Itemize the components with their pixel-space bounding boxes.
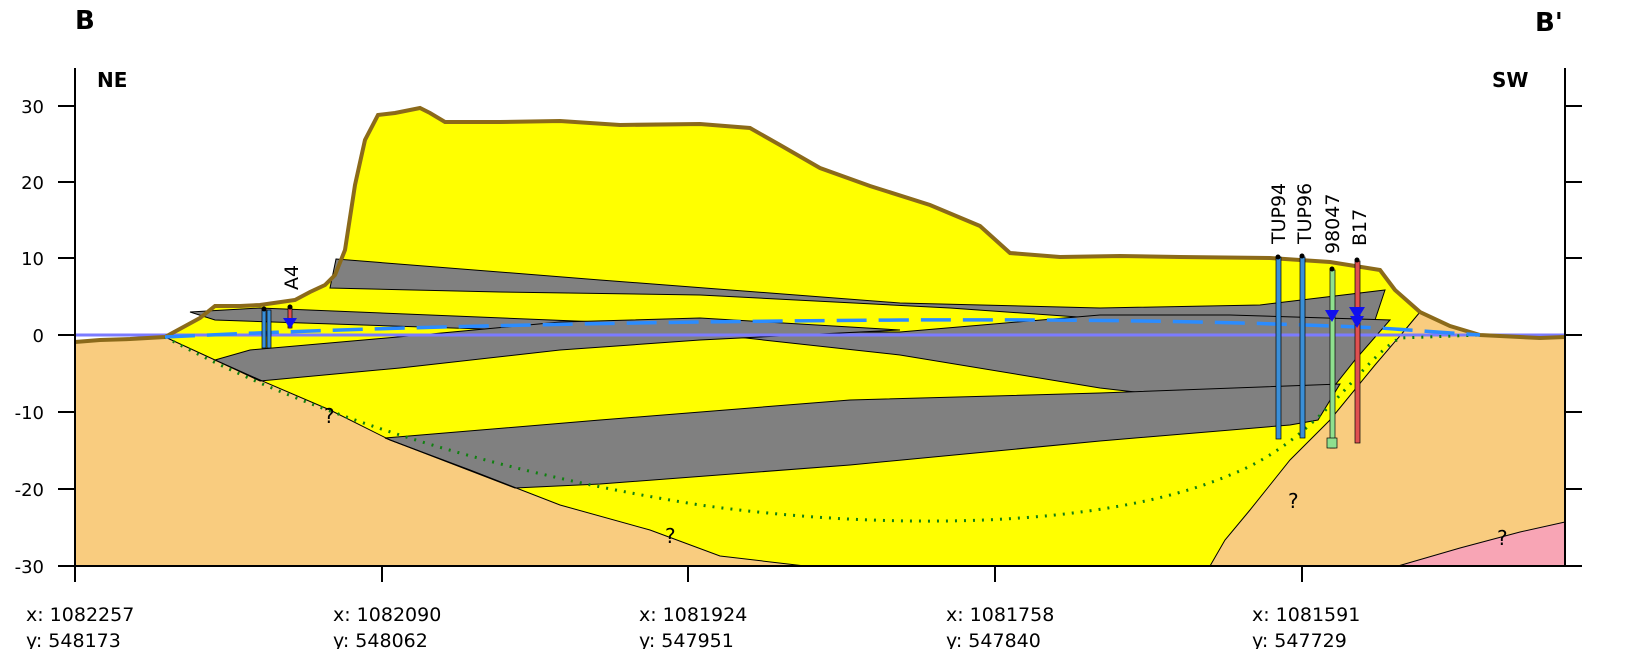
y-tick-label: -20: [15, 480, 44, 501]
y-tick-label: 20: [21, 173, 44, 194]
uncertainty-mark: ?: [324, 404, 335, 428]
well-top-point: [1299, 253, 1305, 259]
y-tick-label: 10: [21, 249, 44, 270]
water-level-marker: [283, 318, 297, 329]
wells: A4 TUP94 TUP96 98047 B17: [261, 183, 1371, 449]
well-top-point: [1354, 257, 1360, 263]
station-y-label: y: 548062: [333, 630, 428, 649]
section-start-label: B: [75, 6, 95, 36]
section-end-label: B': [1535, 8, 1563, 38]
y-tick-label: 30: [21, 97, 44, 118]
station-labels: x: 1082257 y: 548173 x: 1082090 y: 54806…: [26, 604, 1360, 649]
well-label-tup94: TUP94: [1268, 183, 1290, 245]
well-top-point: [1329, 266, 1335, 272]
well-casing: [1275, 256, 1282, 440]
well-label-a4: A4: [281, 265, 303, 290]
station-x-label: x: 1081591: [1252, 604, 1360, 626]
station-x-label: x: 1081924: [639, 604, 747, 626]
well-top-point: [261, 306, 267, 312]
station-y-label: y: 548173: [26, 630, 121, 649]
well-casing: [261, 309, 267, 349]
direction-label-left: NE: [97, 68, 127, 92]
well-label-tup96: TUP96: [1294, 183, 1316, 245]
uncertainty-mark: ?: [1497, 526, 1508, 550]
well-top-point: [287, 304, 293, 310]
station-y-label: y: 547840: [946, 630, 1041, 649]
y-tick-label: -30: [15, 557, 44, 578]
well-screen: [1326, 437, 1338, 449]
station-x-label: x: 1082257: [26, 604, 134, 626]
station-x-label: x: 1082090: [333, 604, 441, 626]
direction-label-right: SW: [1492, 68, 1528, 92]
well-top-point: [1275, 254, 1281, 260]
water-level-marker: [1350, 316, 1364, 328]
y-tick-label: -10: [15, 403, 44, 424]
y-tick-label: 0: [33, 326, 44, 347]
well-label-b17: B17: [1349, 209, 1371, 246]
water-level-marker: [1325, 310, 1339, 322]
station-x-label: x: 1081758: [946, 604, 1054, 626]
sand-unit-right: [1210, 312, 1565, 566]
contact-line: [164, 336, 806, 567]
axes: 30 20 10 0 -10 -20 -30: [15, 68, 1582, 582]
well-casing: [1354, 260, 1361, 444]
sand-unit-left: [75, 282, 805, 566]
water-level-marker: [1349, 307, 1365, 320]
station-y-label: y: 547951: [639, 630, 734, 649]
ground-surface: [74, 105, 1566, 344]
well-label-98047: 98047: [1322, 194, 1344, 254]
well-casing: [1299, 256, 1306, 439]
water-table-dashed: [164, 318, 1481, 339]
well-casing: [266, 309, 272, 349]
uncertainty-mark: ?: [1288, 489, 1299, 513]
well-casing: [1329, 269, 1336, 449]
geology-layers: [75, 108, 1566, 567]
station-y-label: y: 547729: [1252, 630, 1347, 649]
uncertainty-mark: ?: [665, 524, 676, 548]
